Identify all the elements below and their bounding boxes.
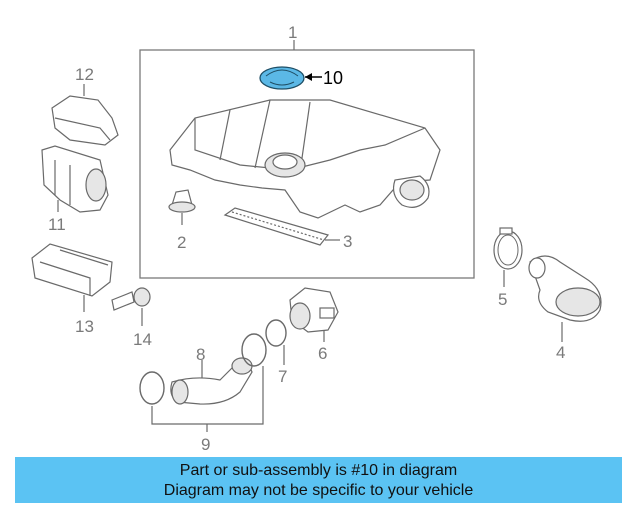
callout-8: 8 (196, 345, 205, 364)
part-7-oring (265, 319, 287, 347)
part-9-clamp-left (139, 371, 165, 405)
part-11-air-box (41, 145, 109, 213)
info-banner: Part or sub-assembly is #10 in diagram D… (15, 457, 622, 503)
callout-13: 13 (75, 317, 94, 336)
engine-cover (169, 99, 441, 219)
callout-9: 9 (201, 435, 210, 454)
callout-3: 3 (343, 232, 352, 251)
callout-2: 2 (177, 233, 186, 252)
part-9-clamp-right (241, 333, 267, 367)
callout-5: 5 (498, 290, 507, 309)
callout-4: 4 (556, 343, 565, 362)
part-12-housing-cover (51, 95, 119, 146)
part-8-intake-hose (170, 357, 253, 405)
part-14-bolt (111, 287, 151, 311)
part-2-grommet (168, 189, 196, 213)
callout-7: 7 (278, 367, 287, 386)
callout-1: 1 (288, 23, 297, 42)
callout-10-arrowhead (305, 73, 312, 81)
callout-11: 11 (48, 215, 66, 234)
part-4-hose (528, 255, 602, 322)
callout-6: 6 (318, 344, 327, 363)
callout-10: 10 (323, 68, 343, 88)
callout-12: 12 (75, 65, 94, 84)
banner-line-1: Part or sub-assembly is #10 in diagram (179, 462, 458, 479)
part-6-airflow-sensor (289, 287, 339, 333)
assembly-box (139, 49, 475, 279)
banner-line-2: Diagram may not be specific to your vehi… (163, 482, 474, 499)
callout-14: 14 (133, 330, 152, 349)
part-10-cap (259, 66, 305, 90)
callout-9-bracket (151, 366, 264, 432)
part-5-clamp (493, 227, 523, 270)
part-3-air-filter (223, 207, 330, 246)
part-13-intake-duct (31, 243, 113, 297)
